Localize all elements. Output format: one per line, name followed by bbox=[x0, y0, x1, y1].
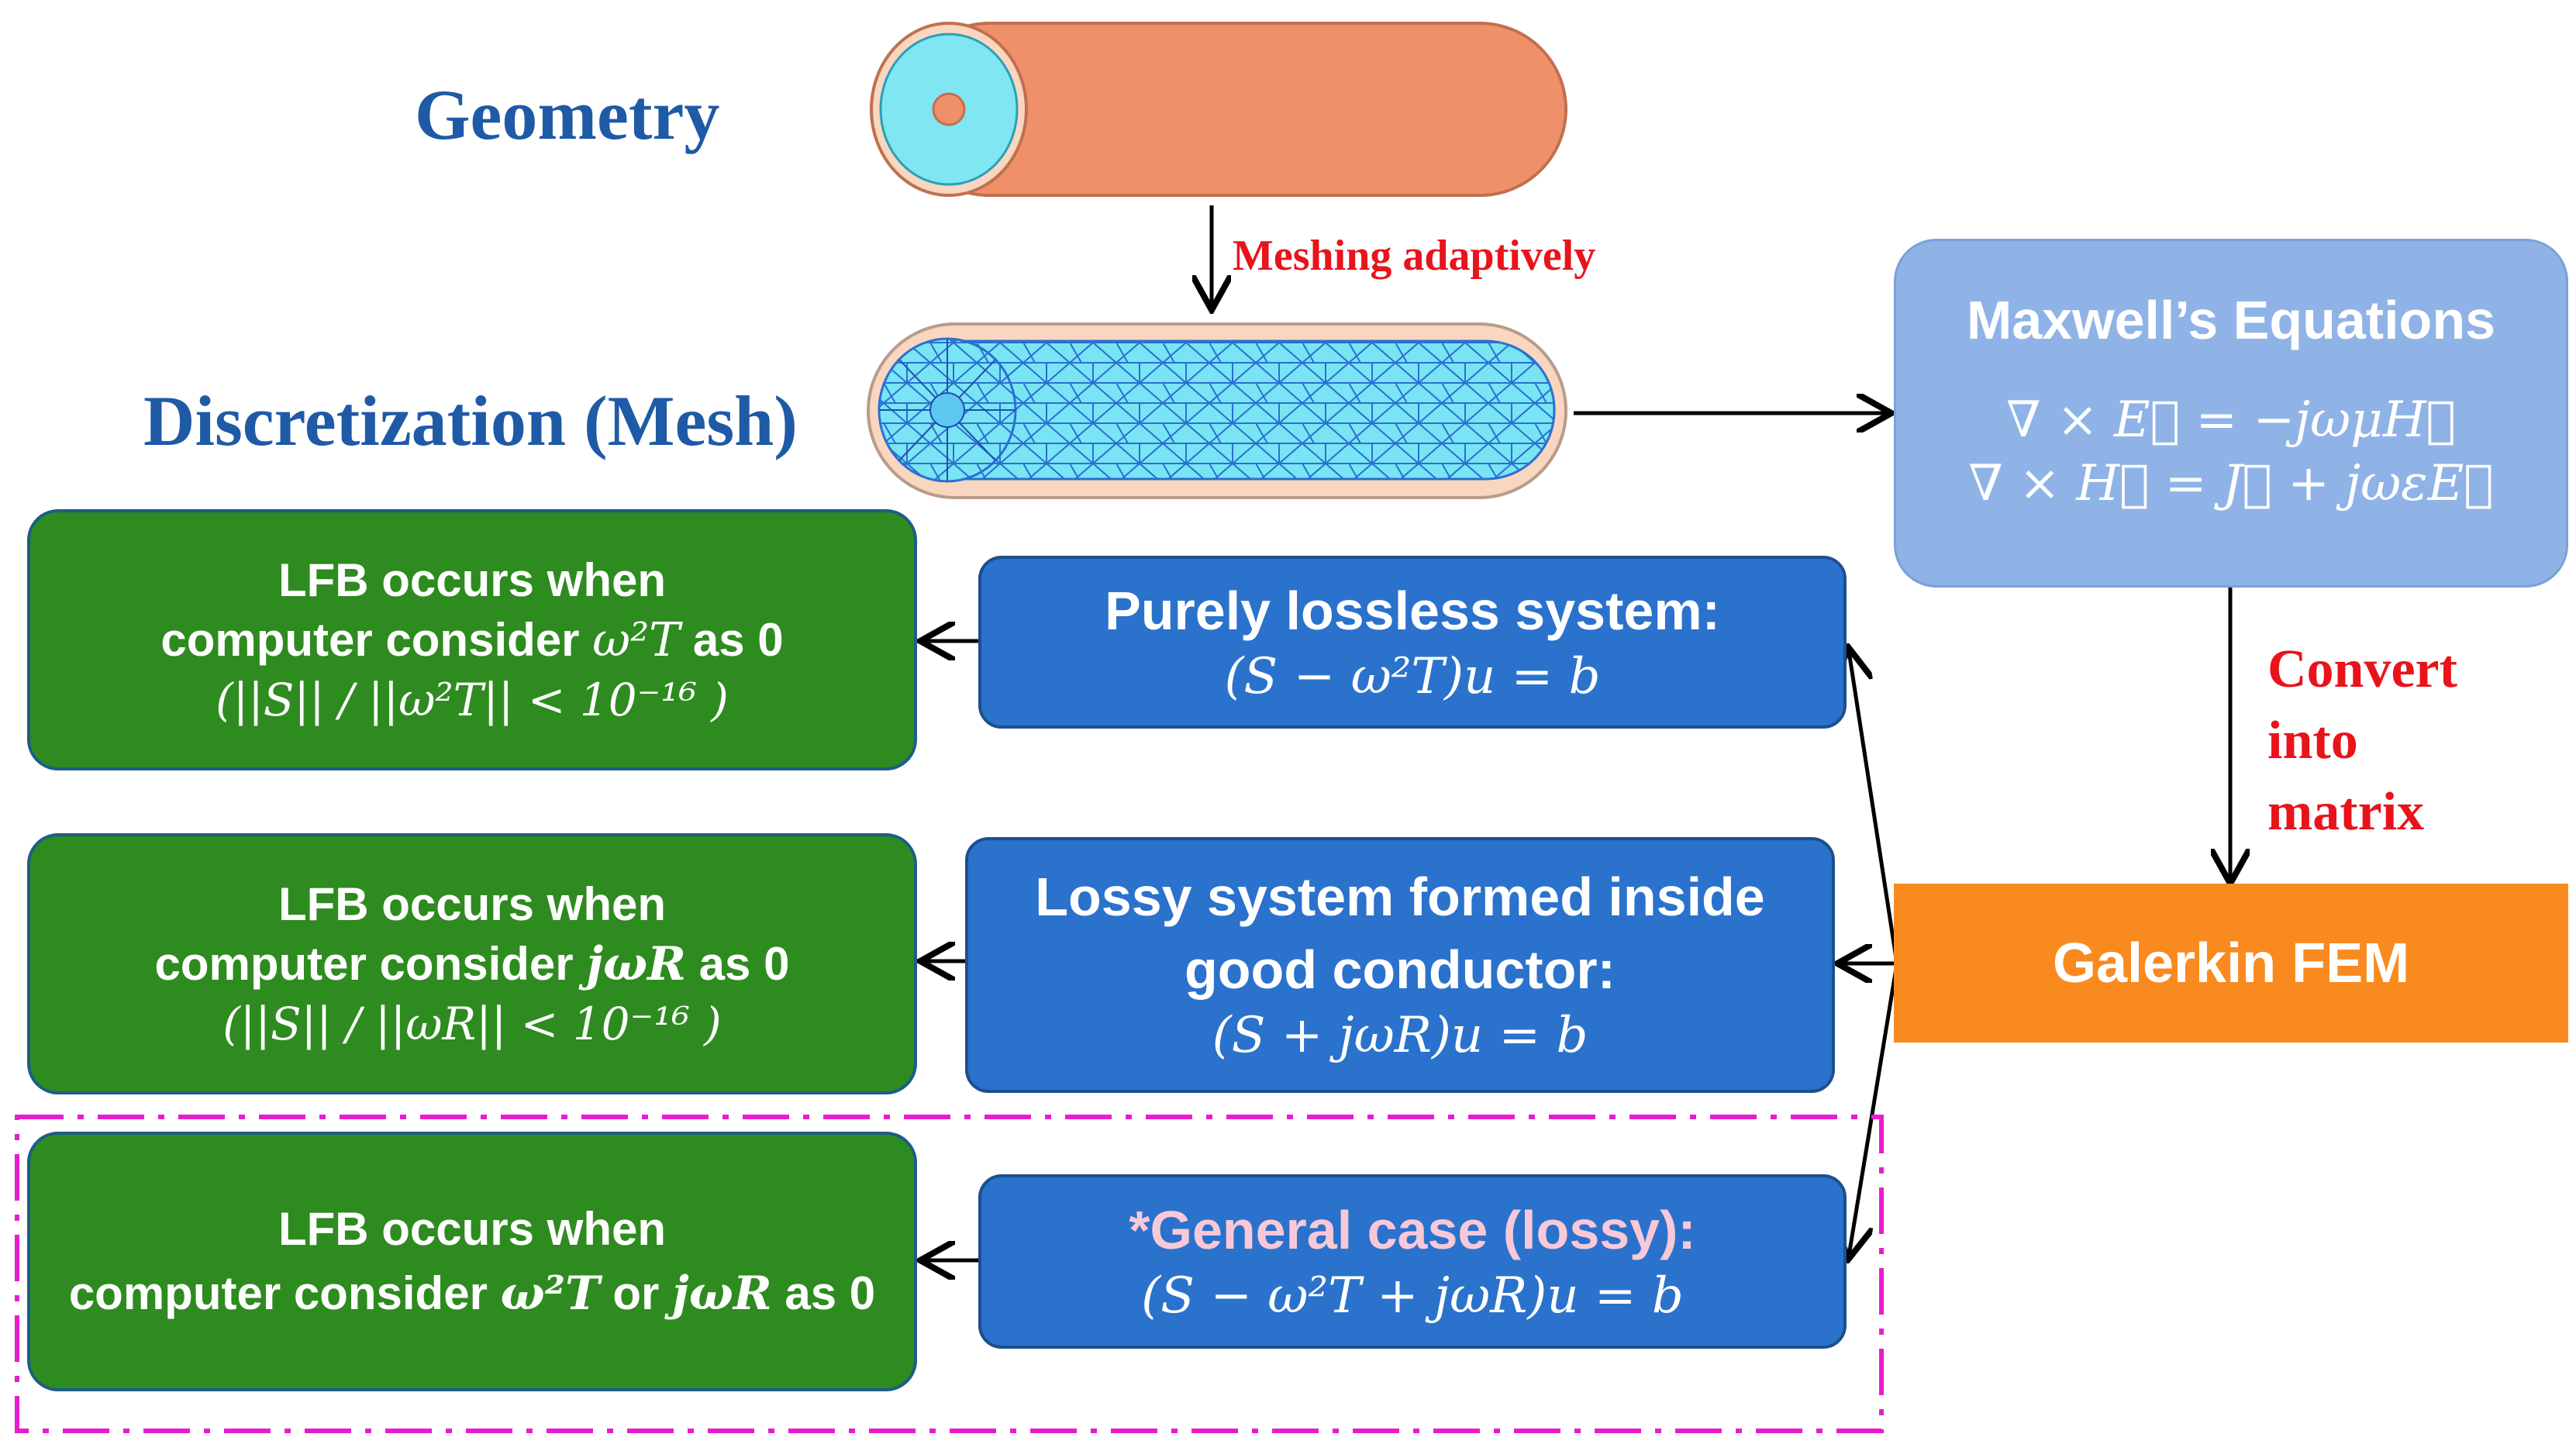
lfb-general-box: LFB occurs when computer consider ω²T or… bbox=[27, 1132, 917, 1391]
lfb-lossy-line3: (||S|| / ||ωR|| < 10⁻¹⁶ ) bbox=[222, 998, 722, 1050]
lfb-general-line1: LFB occurs when bbox=[278, 1203, 667, 1255]
lossless-system-equation: (S − ω²T)u = b bbox=[1224, 647, 1601, 705]
general-case-equation: (S − ω²T + jωR)u = b bbox=[1141, 1267, 1684, 1325]
galerkin-fem-box: Galerkin FEM bbox=[1894, 884, 2568, 1043]
convert-line-1: Convert bbox=[2267, 639, 2457, 699]
lfb-general-line2: computer consider ω²T or jωR as 0 bbox=[68, 1267, 876, 1321]
maxwell-equations-box: Maxwell’s Equations ∇ × E⃗ = −jωμH⃗ ∇ × … bbox=[1894, 239, 2568, 588]
lossless-system-box: Purely lossless system: (S − ω²T)u = b bbox=[978, 556, 1847, 729]
lossy-system-title-line2: good conductor: bbox=[1184, 939, 1616, 1000]
lossless-system-title: Purely lossless system: bbox=[1105, 580, 1720, 641]
galerkin-to-general-arrow bbox=[1849, 963, 1899, 1256]
geometry-label: Geometry bbox=[415, 75, 720, 154]
general-case-title: *General case (lossy): bbox=[1129, 1199, 1696, 1260]
lfb-lossless-line1: LFB occurs when bbox=[278, 554, 667, 606]
general-case-highlight-frame bbox=[15, 1115, 1884, 1433]
geometry-cylinder-graphic bbox=[870, 22, 1567, 197]
lfb-lossless-box: LFB occurs when computer consider ω²T as… bbox=[27, 509, 917, 770]
maxwell-equation-curl-h: ∇ × H⃗ = J⃗ + jωεE⃗ bbox=[1968, 455, 2494, 512]
maxwell-equation-curl-e: ∇ × E⃗ = −jωμH⃗ bbox=[2006, 391, 2456, 449]
lfb-lossy-line2: computer consider jωR as 0 bbox=[154, 937, 790, 991]
galerkin-to-lossless-arrow bbox=[1849, 651, 1899, 964]
maxwell-title: Maxwell’s Equations bbox=[1966, 290, 2496, 350]
convert-into-matrix-label: Convert into matrix bbox=[2267, 634, 2457, 848]
general-case-box: *General case (lossy): (S − ω²T + jωR)u … bbox=[978, 1174, 1847, 1349]
convert-line-2: into bbox=[2267, 711, 2358, 770]
galerkin-fem-label: Galerkin FEM bbox=[2052, 932, 2410, 994]
lossy-system-box: Lossy system formed inside good conducto… bbox=[965, 837, 1835, 1093]
lossy-system-title-line1: Lossy system formed inside bbox=[1035, 867, 1765, 927]
lossy-system-equation: (S + jωR)u = b bbox=[1212, 1007, 1588, 1064]
convert-line-3: matrix bbox=[2267, 782, 2425, 842]
lfb-lossy-line1: LFB occurs when bbox=[278, 878, 667, 930]
mesh-cylinder-graphic bbox=[867, 322, 1567, 499]
lfb-lossy-box: LFB occurs when computer consider jωR as… bbox=[27, 833, 917, 1094]
lfb-lossless-line2: computer consider ω²T as 0 bbox=[160, 613, 784, 667]
lfb-lossless-line3: (||S|| / ||ω²T|| < 10⁻¹⁶ ) bbox=[216, 674, 729, 726]
discretization-label: Discretization (Mesh) bbox=[143, 381, 798, 460]
meshing-adaptively-label: Meshing adaptively bbox=[1233, 232, 1596, 280]
